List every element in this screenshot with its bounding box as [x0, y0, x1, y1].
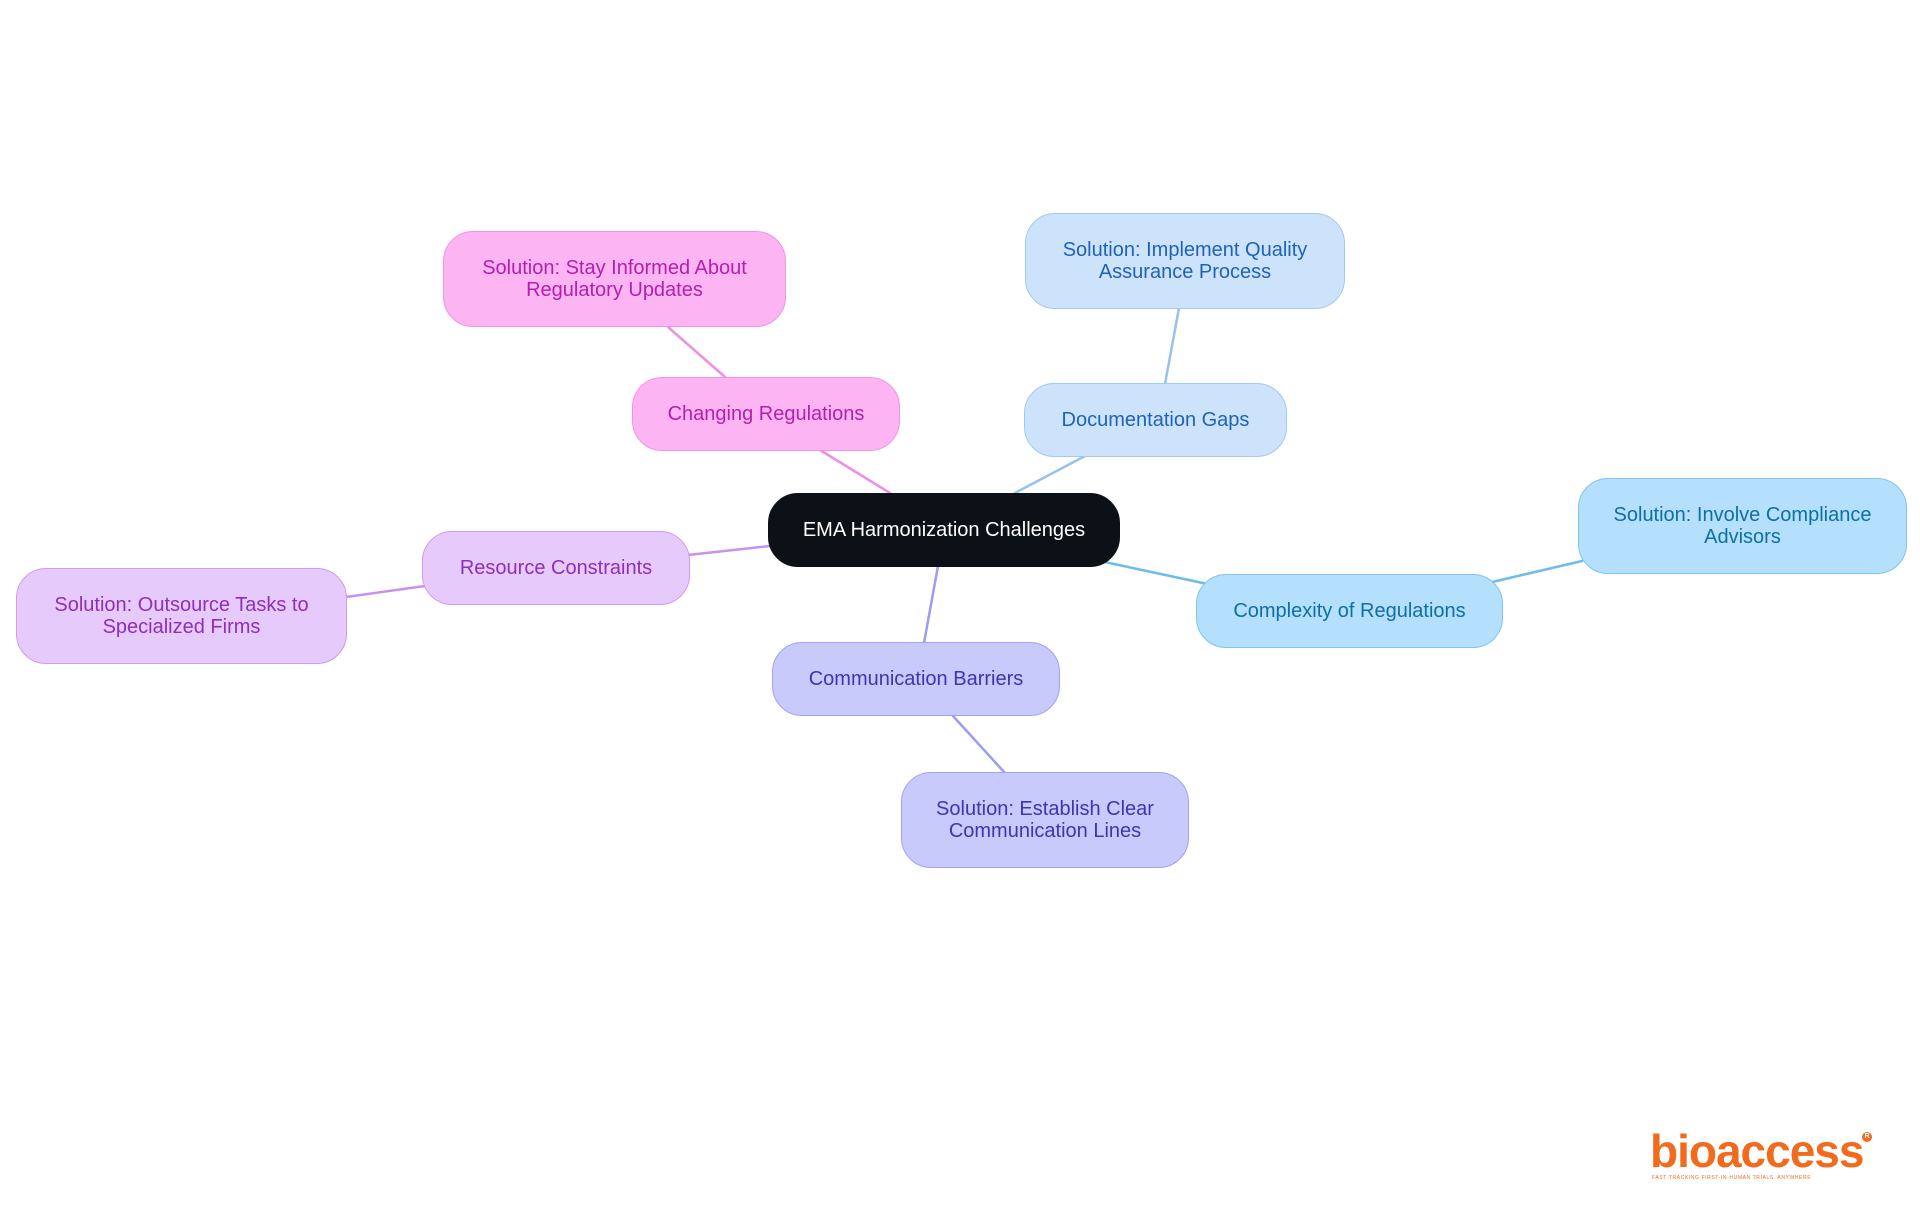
- logo-tagline: FAST-TRACKING FIRST-IN-HUMAN TRIALS, ANY…: [1652, 1175, 1812, 1181]
- solution-node-compliance-advisors[interactable]: Solution: Involve Compliance Advisors: [1578, 478, 1907, 574]
- branch-node-documentation-gaps[interactable]: Documentation Gaps: [1024, 383, 1287, 457]
- registered-mark-icon: R: [1862, 1132, 1872, 1142]
- connector-documentation-gaps-solution: [1163, 306, 1181, 386]
- connector-communication-barriers-solution: [951, 714, 1007, 775]
- solution-node-clear-communication[interactable]: Solution: Establish Clear Communication …: [901, 772, 1189, 868]
- connector-resource-constraints-solution: [344, 584, 427, 599]
- branch-node-changing-regulations[interactable]: Changing Regulations: [632, 377, 900, 451]
- branch-node-complexity-of-regulations[interactable]: Complexity of Regulations: [1196, 574, 1503, 648]
- connector-center-communication-barriers: [922, 564, 940, 645]
- solution-node-outsource-tasks[interactable]: Solution: Outsource Tasks to Specialized…: [16, 568, 347, 664]
- logo-wordmark: bioaccess: [1650, 1125, 1864, 1177]
- branch-node-resource-constraints[interactable]: Resource Constraints: [422, 531, 690, 605]
- central-topic-node[interactable]: EMA Harmonization Challenges: [768, 493, 1120, 567]
- bioaccess-logo: bioaccess R FAST-TRACKING FIRST-IN-HUMAN…: [1650, 1125, 1872, 1181]
- solution-node-stay-informed[interactable]: Solution: Stay Informed About Regulatory…: [443, 231, 786, 327]
- connector-changing-regulations-solution: [666, 325, 727, 379]
- branch-node-communication-barriers[interactable]: Communication Barriers: [772, 642, 1060, 716]
- connector-complexity-of-regulations-solution: [1486, 559, 1584, 585]
- connector-center-resource-constraints: [686, 544, 772, 557]
- connector-center-changing-regulations: [818, 448, 892, 495]
- connector-center-documentation-gaps: [1013, 454, 1087, 495]
- solution-node-quality-assurance[interactable]: Solution: Implement Quality Assurance Pr…: [1025, 213, 1345, 309]
- connector-center-complexity-of-regulations: [1098, 559, 1214, 587]
